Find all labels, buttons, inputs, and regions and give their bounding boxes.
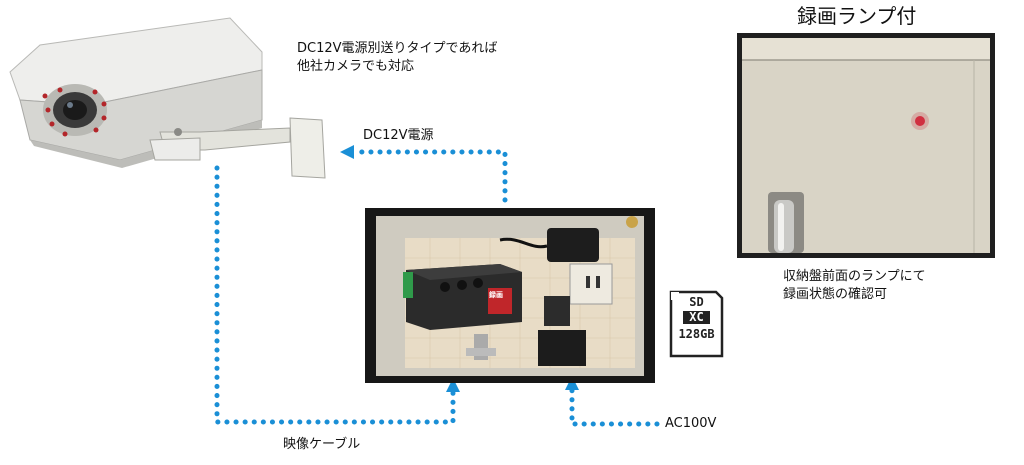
lamp-panel-caption: 収納盤前面のランプにて 録画状態の確認可 [783,268,926,304]
recorder-badge: 録画 [489,291,503,299]
dc-power-label: DC12V電源 [363,128,434,143]
connection-lines [214,149,660,427]
recording-lamp-icon [915,116,925,126]
lamp-caption-line1: 収納盤前面のランプにて [783,269,926,284]
camera-illustration [9,17,326,179]
lamp-caption-line2: 録画状態の確認可 [783,287,888,302]
camera-note-line2: 他社カメラでも対応 [297,59,415,74]
video-cable-label: 映像ケーブル [283,437,361,452]
lamp-panel-photo [737,33,995,258]
sd-card-capacity: 128GB [678,327,715,341]
sd-card-label: SD XC 128GB [671,296,722,341]
sd-card-top: SD [689,295,704,309]
ac-power-label: AC100V [665,416,717,431]
video-arrow-icon [446,378,460,392]
camera-note: DC12V電源別送りタイプであれば 他社カメラでも対応 [297,40,497,76]
dc-arrow-icon [340,145,354,159]
sd-card-type: XC [683,311,710,324]
control-box-illustration [365,208,655,383]
lamp-panel-title: 録画ランプ付 [797,4,917,28]
sd-card-icon [669,290,724,358]
camera-note-line1: DC12V電源別送りタイプであれば [297,41,498,56]
